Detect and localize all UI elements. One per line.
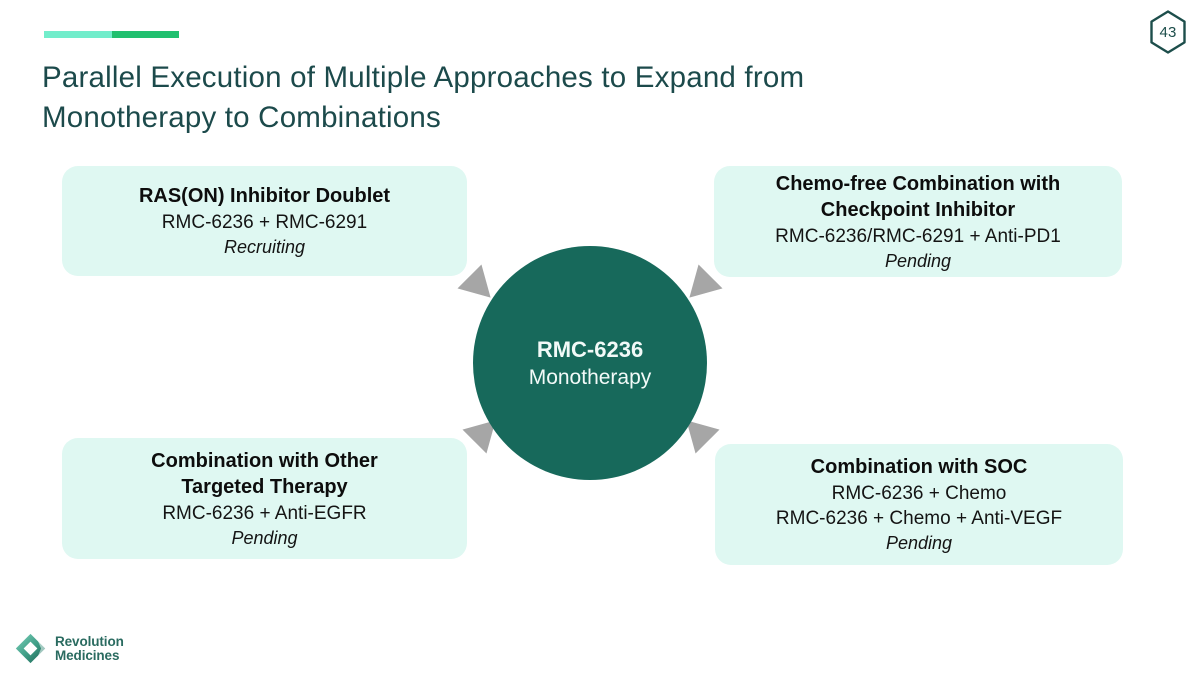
box-title: Combination with Other <box>151 449 378 472</box>
box-title: RAS(ON) Inhibitor Doublet <box>138 185 391 208</box>
slide-title-line2: Monotherapy to Combinations <box>42 101 441 134</box>
page-number-badge: 43 <box>1148 9 1188 55</box>
box-status: Pending <box>231 527 298 548</box>
accent-bar <box>44 31 179 38</box>
accent-bar-left-segment <box>44 31 112 38</box>
accent-bar-right-segment <box>112 31 179 38</box>
box-regimen: RMC-6236 + RMC-6291 <box>161 211 368 233</box>
box-title: Combination with SOC <box>810 456 1028 479</box>
slide-title-line1: Parallel Execution of Multiple Approache… <box>42 61 805 94</box>
box-status: Recruiting <box>223 236 306 257</box>
box-title-line2: Targeted Therapy <box>181 476 348 498</box>
revolution-medicines-diamond-icon <box>15 633 46 664</box>
box-title-line2: Checkpoint Inhibitor <box>820 199 1016 221</box>
approach-box-ras-on-inhibitor-doublet: RAS(ON) Inhibitor Doublet RMC-6236 + RMC… <box>62 166 467 276</box>
slide-title: Parallel Execution of Multiple Approache… <box>42 58 1142 138</box>
box-status: Pending <box>885 532 953 553</box>
central-drug-name: RMC-6236 <box>536 336 644 362</box>
hexagon-icon <box>1150 10 1186 54</box>
logo-text-line2: Medicines <box>55 647 120 663</box>
logo-text-line1: Revolution <box>55 634 124 649</box>
company-logo: Revolution Medicines <box>14 632 124 665</box>
box-regimen: RMC-6236 + Anti-EGFR <box>162 502 367 524</box>
page-number: 43 <box>1159 23 1177 41</box>
box-status: Pending <box>884 250 952 271</box>
company-logo-text: Revolution Medicines <box>55 635 124 662</box>
box-title: Chemo-free Combination with <box>775 172 1061 195</box>
box-regimen: RMC-6236/RMC-6291 + Anti-PD1 <box>775 225 1061 247</box>
box-regimen-line2: RMC-6236 + Chemo + Anti-VEGF <box>775 507 1063 529</box>
box-regimen: RMC-6236 + Chemo <box>831 482 1007 504</box>
approach-box-combination-with-soc: Combination with SOC RMC-6236 + Chemo RM… <box>715 444 1123 565</box>
central-monotherapy-circle: RMC-6236 Monotherapy <box>473 246 707 480</box>
central-drug-label: Monotherapy <box>528 365 652 389</box>
approach-box-chemo-free-checkpoint: Chemo-free Combination with Checkpoint I… <box>714 166 1122 277</box>
approach-box-other-targeted-therapy: Combination with Other Targeted Therapy … <box>62 438 467 559</box>
